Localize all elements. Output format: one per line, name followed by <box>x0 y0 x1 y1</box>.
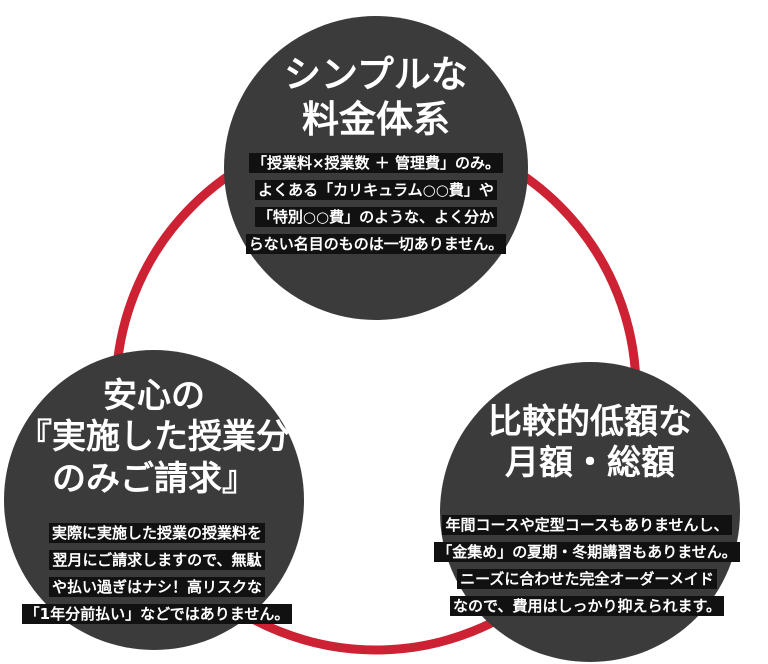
pay-per-lesson-line-1: 実際に実施した授業の授業料を <box>48 523 265 543</box>
pay-per-lesson-title: 安心の 『実施した授業分 のみご請求』 <box>18 376 290 499</box>
simple-pricing-line-4: らない名目のものは一切ありません。 <box>245 234 507 254</box>
pay-per-lesson-line-4: 「1年分前払い」などではありません。 <box>21 604 293 624</box>
circle-pay-per-lesson: 安心の 『実施した授業分 のみご請求』 実際に実施した授業の授業料を翌月にご請求… <box>4 350 304 650</box>
simple-pricing-line-1: 「授業料×授業数 ＋ 管理費」のみ。 <box>248 153 503 173</box>
pay-per-lesson-line-3: や払い過ぎはナシ！高リスクな <box>48 577 265 597</box>
low-cost-line-4: なので、費用はしっかり抑えられます。 <box>450 596 724 616</box>
low-cost-description: 年間コースや定型コースもありませんし、「金集め」の夏期・冬期講習もありません。ニ… <box>408 512 766 620</box>
low-cost-line-1: 年間コースや定型コースもありませんし、 <box>442 515 732 535</box>
low-cost-line-2: 「金集め」の夏期・冬期講習もありません。 <box>434 542 740 562</box>
simple-pricing-line-3: 「特別○○費」のような、よく分か <box>254 207 498 227</box>
simple-pricing-title: シンプルな 料金体系 <box>284 53 468 142</box>
pay-per-lesson-line-2: 翌月にご請求しますので、無駄 <box>49 550 265 570</box>
circle-low-cost: 比較的低額な 月額・総額 年間コースや定型コースもありませんし、「金集め」の夏期… <box>434 362 740 662</box>
low-cost-line-3: ニーズに合わせた完全オーダーメイド <box>457 569 717 589</box>
simple-pricing-description: 「授業料×授業数 ＋ 管理費」のみ。よくある「カリキュラム○○費」や「特別○○費… <box>200 150 552 258</box>
simple-pricing-line-2: よくある「カリキュラム○○費」や <box>255 180 497 200</box>
circle-simple-pricing: シンプルな 料金体系 「授業料×授業数 ＋ 管理費」のみ。よくある「カリキュラム… <box>224 16 528 320</box>
low-cost-title: 比較的低額な 月額・総額 <box>488 402 692 484</box>
pay-per-lesson-description: 実際に実施した授業の授業料を翌月にご請求しますので、無駄や払い過ぎはナシ！高リス… <box>0 520 318 628</box>
